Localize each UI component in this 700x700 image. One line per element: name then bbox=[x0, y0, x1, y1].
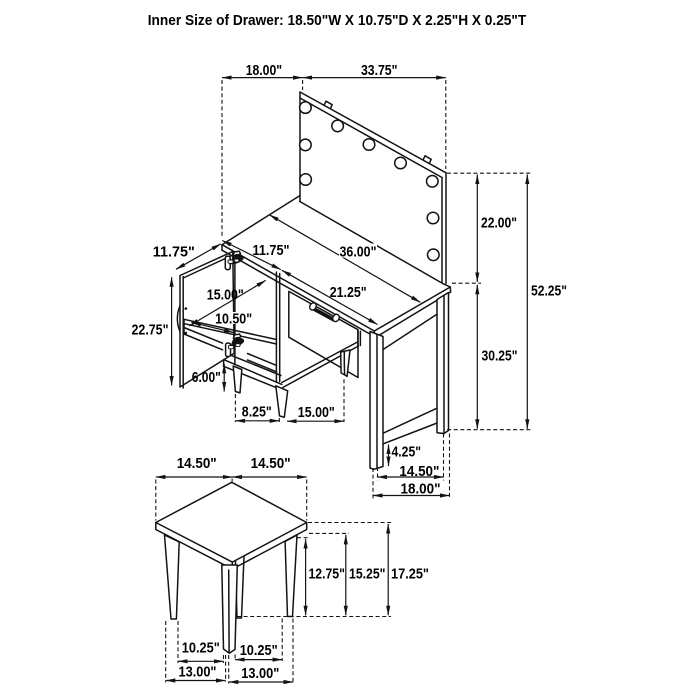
svg-text:13.00": 13.00" bbox=[241, 666, 279, 682]
svg-text:15.00": 15.00" bbox=[207, 288, 244, 304]
svg-text:6.00": 6.00" bbox=[192, 370, 221, 386]
svg-text:36.00": 36.00" bbox=[340, 244, 377, 260]
svg-text:10.25": 10.25" bbox=[182, 641, 220, 657]
svg-text:33.75": 33.75" bbox=[361, 63, 398, 79]
svg-text:15.25": 15.25" bbox=[349, 567, 386, 583]
svg-text:18.00": 18.00" bbox=[246, 63, 282, 79]
svg-text:22.75": 22.75" bbox=[132, 323, 169, 339]
svg-text:8.25": 8.25" bbox=[242, 405, 272, 421]
svg-text:17.25": 17.25" bbox=[391, 567, 429, 583]
svg-text:22.00": 22.00" bbox=[481, 216, 517, 232]
svg-text:14.50": 14.50" bbox=[177, 456, 217, 472]
svg-text:30.25": 30.25" bbox=[482, 349, 518, 365]
svg-text:4.25": 4.25" bbox=[392, 445, 422, 461]
svg-text:14.50": 14.50" bbox=[399, 464, 439, 480]
svg-text:11.75": 11.75" bbox=[153, 245, 195, 261]
svg-text:13.00": 13.00" bbox=[179, 664, 217, 680]
svg-text:10.50": 10.50" bbox=[215, 312, 252, 328]
svg-text:18.00": 18.00" bbox=[401, 481, 441, 497]
svg-text:15.00": 15.00" bbox=[298, 405, 335, 421]
svg-text:21.25": 21.25" bbox=[330, 285, 367, 301]
svg-text:12.75": 12.75" bbox=[309, 567, 345, 583]
svg-text:Inner Size of Drawer: 18.50"W: Inner Size of Drawer: 18.50"W X 10.75"D … bbox=[148, 13, 527, 29]
svg-text:11.75": 11.75" bbox=[253, 243, 290, 259]
svg-text:10.25": 10.25" bbox=[240, 643, 278, 659]
svg-text:52.25": 52.25" bbox=[531, 284, 567, 300]
svg-text:14.50": 14.50" bbox=[251, 456, 291, 472]
